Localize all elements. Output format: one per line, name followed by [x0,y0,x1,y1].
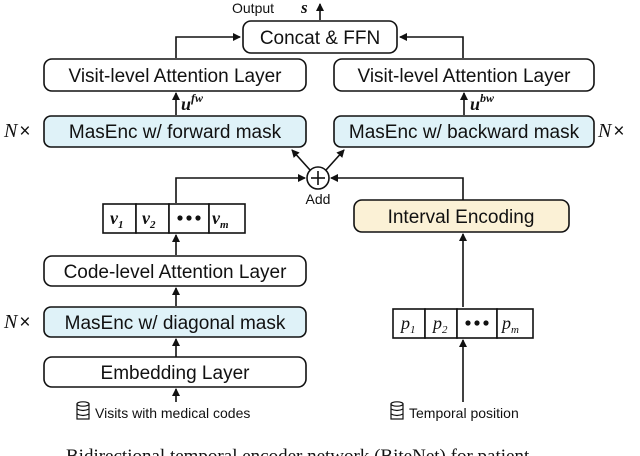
masenc-forward-box [43,115,307,148]
visit-sequence: v1 v2 vm [102,203,246,234]
database-icon [390,401,404,420]
database-icon [76,401,90,420]
input-left-label: Visits with medical codes [95,405,250,421]
seq-label-p2: p2 [431,313,448,336]
masenc-diagonal-label: MasEnc w/ diagonal mask [65,313,286,334]
u-fw-label: ufw [181,91,204,114]
embedding-box [43,356,307,388]
seq-label-vm: vm [212,208,229,231]
right-visit-attention-label: Visit-level Attention Layer [358,66,572,87]
repeat-right-backward: N× [597,120,624,142]
left-seq-to-add [175,174,306,203]
pseq-dot-1 [465,320,471,326]
interval-encoding-label: Interval Encoding [388,207,535,228]
figure-caption: Bidirectional temporal encoder network (… [66,446,530,456]
pseq-dot-3 [483,320,489,326]
left-visit-attention-box [43,58,307,92]
add-to-backward-arrow [325,149,345,171]
interval-to-add [330,174,464,201]
connector-left-to-concat [175,33,241,58]
left-visit-attention-label: Visit-level Attention Layer [69,66,283,87]
input-right-label: Temporal position [409,405,519,421]
masenc-diagonal-box [43,306,307,338]
seq-label-v2: v2 [142,208,156,231]
position-sequence: p1 p2 pm [392,308,534,339]
concat-ffn-label: Concat & FFN [260,28,380,49]
masenc-backward-box [333,115,595,148]
output-label: Output [232,0,274,16]
masenc-backward-label: MasEnc w/ backward mask [349,122,580,143]
repeat-left-forward: N× [3,120,30,142]
embedding-label: Embedding Layer [101,363,251,384]
pseq-dot-2 [474,320,480,326]
concat-ffn-box [242,20,398,54]
u-bw-label: ubw [470,91,495,114]
seq-dot-2 [186,215,192,221]
seq-label-p1: p1 [399,313,416,336]
interval-encoding-box [353,199,570,233]
seq-cell-pm [496,308,534,339]
seq-cell-v1 [102,203,137,234]
masenc-forward-label: MasEnc w/ forward mask [69,122,282,143]
add-label: Add [306,191,331,207]
output-symbol: s [300,0,308,17]
code-attention-label: Code-level Attention Layer [64,262,288,283]
seq-cell-v2 [135,203,170,234]
add-to-forward-arrow [291,149,311,171]
seq-dot-1 [177,215,183,221]
seq-label-pm: pm [500,313,519,336]
right-visit-attention-box [333,58,595,92]
connector-right-to-concat [399,33,464,58]
repeat-left-diagonal: N× [3,311,30,333]
seq-label-v1: v1 [110,208,124,231]
seq-dot-3 [195,215,201,221]
seq-cell-vm [208,203,246,234]
code-attention-box [43,255,307,287]
